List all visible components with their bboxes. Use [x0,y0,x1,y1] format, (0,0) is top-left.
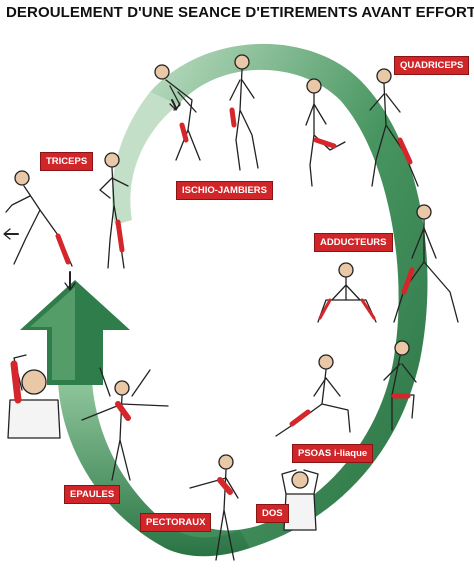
cycle-arrow-tail [111,92,178,225]
cycle-arrow-head-highlight [30,287,75,380]
cycle-arrow-band [150,43,428,552]
label-dos: DOS [256,504,289,523]
label-ischio-jambiers: ISCHIO-JAMBIERS [176,181,273,200]
figure-adducteurs-lunge [393,204,459,323]
label-triceps: TRICEPS [40,152,94,171]
figure-triceps-standing [64,152,129,291]
figure-quadriceps-walking [369,68,419,187]
label-adducteurs: ADDUCTEURS [314,233,393,252]
figure-ischio-standing [229,54,259,171]
figure-epaules-closeup [7,354,61,439]
figure-ischio-bending [154,64,201,161]
figure-psoas-lunge [275,354,351,437]
label-pectoraux: PECTORAUX [140,513,212,532]
figure-psoas-knee-raise [383,340,417,431]
figure-adducteurs-squat [317,262,377,323]
figure-epaules-arms-out [81,367,169,481]
page-title: DEROULEMENT D'UNE SEANCE D'ETIREMENTS AV… [6,4,474,21]
figure-quadriceps-holding [305,78,346,187]
figure-dos [281,469,319,531]
label-epaules: EPAULES [64,485,121,504]
label-psoas: PSOAS i-liaque [292,444,374,463]
label-quadriceps: QUADRICEPS [394,56,470,75]
figure-pectoraux [189,454,239,561]
figure-triceps-lunge [3,170,73,267]
